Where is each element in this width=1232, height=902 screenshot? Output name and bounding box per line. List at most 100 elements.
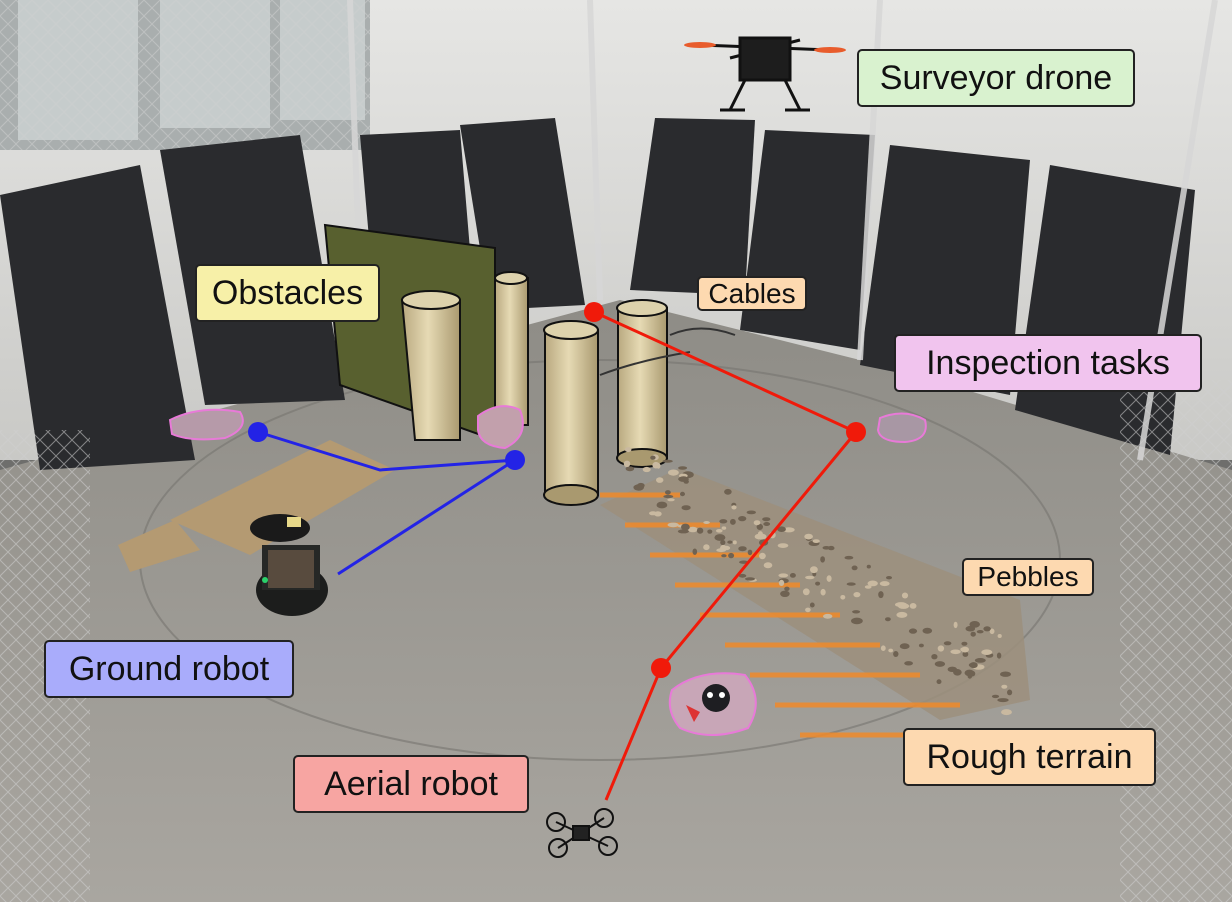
pebble (724, 488, 732, 495)
pebble (962, 651, 969, 657)
pebble (696, 527, 704, 534)
pebble (731, 505, 737, 510)
pebble (896, 611, 908, 618)
pebble (642, 466, 651, 473)
pebble (692, 548, 698, 555)
pebble (707, 529, 713, 534)
pebble (777, 526, 786, 532)
pebble (885, 617, 891, 622)
pebble (656, 477, 664, 483)
pebble (826, 575, 832, 582)
pebble (976, 630, 984, 634)
cardboard-sheets (118, 440, 395, 572)
obstacles-label: Obstacles (195, 264, 380, 322)
pebble (624, 447, 632, 453)
pebble (991, 694, 1000, 699)
pebble (738, 516, 747, 522)
right-safety-net (1120, 380, 1232, 902)
pebble (960, 647, 965, 652)
pebble (680, 491, 685, 497)
pebble (908, 628, 918, 634)
pebble (983, 626, 991, 632)
pebble (822, 546, 831, 550)
pebble (810, 566, 818, 574)
pebble (678, 466, 688, 470)
pebble (1001, 684, 1008, 689)
pebble (778, 573, 789, 578)
pebble (964, 669, 975, 677)
pebble (901, 592, 909, 599)
pebble (703, 521, 710, 524)
pebble (909, 603, 917, 609)
pebble (754, 533, 767, 540)
pebble (974, 658, 986, 663)
pebble (931, 654, 938, 660)
pebble (789, 573, 796, 578)
pebble (784, 586, 790, 591)
pebble (943, 641, 952, 646)
pebble (866, 564, 871, 569)
pebble (650, 455, 656, 460)
pebble (753, 520, 761, 526)
pebble (649, 511, 657, 516)
pebble (756, 523, 763, 531)
aerial-robot-label: Aerial robot (293, 755, 529, 813)
inspection-tasks-label: Inspection tasks (894, 334, 1202, 392)
pebble (815, 581, 821, 586)
pebble (844, 555, 854, 560)
pebble (997, 698, 1009, 703)
pebble (777, 543, 789, 548)
pebble (762, 517, 771, 522)
pebble (886, 576, 892, 580)
pebble (720, 539, 726, 546)
pebble (623, 460, 631, 467)
pebble (878, 591, 884, 599)
surveyor-drone (684, 36, 846, 112)
pebble (663, 494, 674, 499)
pebble (732, 540, 737, 545)
pebble (809, 602, 815, 608)
pebbles-label: Pebbles (962, 558, 1094, 596)
aerial-waypoint-3 (651, 658, 671, 678)
pebble (719, 519, 728, 524)
pebble (820, 556, 825, 563)
aerial-robot (546, 808, 618, 858)
pebble (918, 643, 924, 648)
cables-label: Cables (697, 276, 807, 311)
pebble (728, 552, 735, 559)
inspection-targets (168, 405, 927, 736)
pebble (721, 526, 727, 530)
pebble (922, 627, 933, 634)
pebble (759, 552, 766, 560)
aerial-robot-path (593, 310, 859, 801)
pebble (738, 546, 747, 552)
pebble (637, 482, 645, 489)
ground-robot-label: Ground robot (44, 640, 294, 698)
ground-robot-path (257, 430, 516, 576)
pebble (747, 549, 753, 556)
pebble (823, 613, 833, 619)
pebble (677, 529, 690, 534)
pebble (879, 581, 890, 587)
pebble (846, 582, 856, 586)
pebble (989, 628, 995, 635)
ground-waypoint-1 (248, 422, 268, 442)
rough-terrain-label: Rough terrain (903, 728, 1156, 786)
pebble (714, 534, 726, 541)
pebble (667, 522, 679, 528)
pebble (656, 462, 661, 469)
pebble (688, 526, 698, 533)
pebble (812, 539, 820, 543)
pebble (853, 592, 861, 598)
pebble (934, 661, 946, 667)
pebble (965, 625, 976, 632)
pebble (895, 602, 907, 608)
pebble (668, 469, 679, 476)
pebble (864, 585, 872, 589)
pebble (1007, 689, 1013, 696)
pebble (981, 649, 993, 655)
obstacle-tubes (400, 271, 668, 506)
pebble (852, 610, 861, 614)
pebble (937, 645, 945, 652)
pebble (904, 661, 913, 666)
